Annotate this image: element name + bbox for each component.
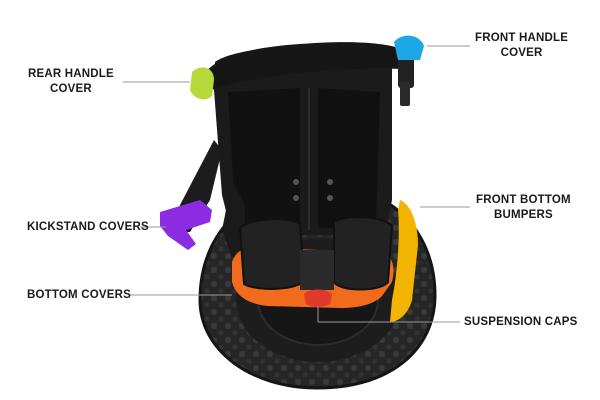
label-rear-handle-cover: REAR HANDLE COVER	[28, 67, 114, 97]
label-kickstand-line1: KICKSTAND COVERS	[27, 221, 149, 233]
label-suspension-caps: SUSPENSION CAPS	[464, 315, 578, 330]
label-front-bottom-line2: BUMPERS	[493, 209, 553, 221]
leader-lines	[123, 45, 470, 323]
suspension-caps	[304, 289, 332, 307]
label-front-bottom-bumpers: FRONT BOTTOM BUMPERS	[476, 193, 571, 223]
label-front-handle-cover: FRONT HANDLE COVER	[475, 31, 568, 61]
label-front-handle-line1: FRONT HANDLE	[475, 32, 569, 44]
front-handle-cover	[394, 35, 424, 60]
rear-handle-cover	[190, 67, 214, 100]
pedals	[238, 216, 394, 291]
front-bottom-bumper	[390, 200, 418, 322]
label-suspension-line1: SUSPENSION CAPS	[464, 316, 578, 328]
label-bottom-covers: BOTTOM COVERS	[27, 288, 131, 303]
kickstand-covers	[160, 200, 212, 250]
label-rear-handle-line2: COVER	[50, 83, 92, 95]
label-rear-handle-line1: REAR HANDLE	[28, 68, 114, 80]
handle	[200, 42, 414, 106]
label-kickstand-covers: KICKSTAND COVERS	[27, 220, 149, 235]
label-front-bottom-line1: FRONT BOTTOM	[476, 194, 571, 206]
label-bottom-covers-line1: BOTTOM COVERS	[27, 289, 131, 301]
main-body	[214, 45, 392, 258]
label-front-handle-line2: COVER	[500, 47, 543, 59]
